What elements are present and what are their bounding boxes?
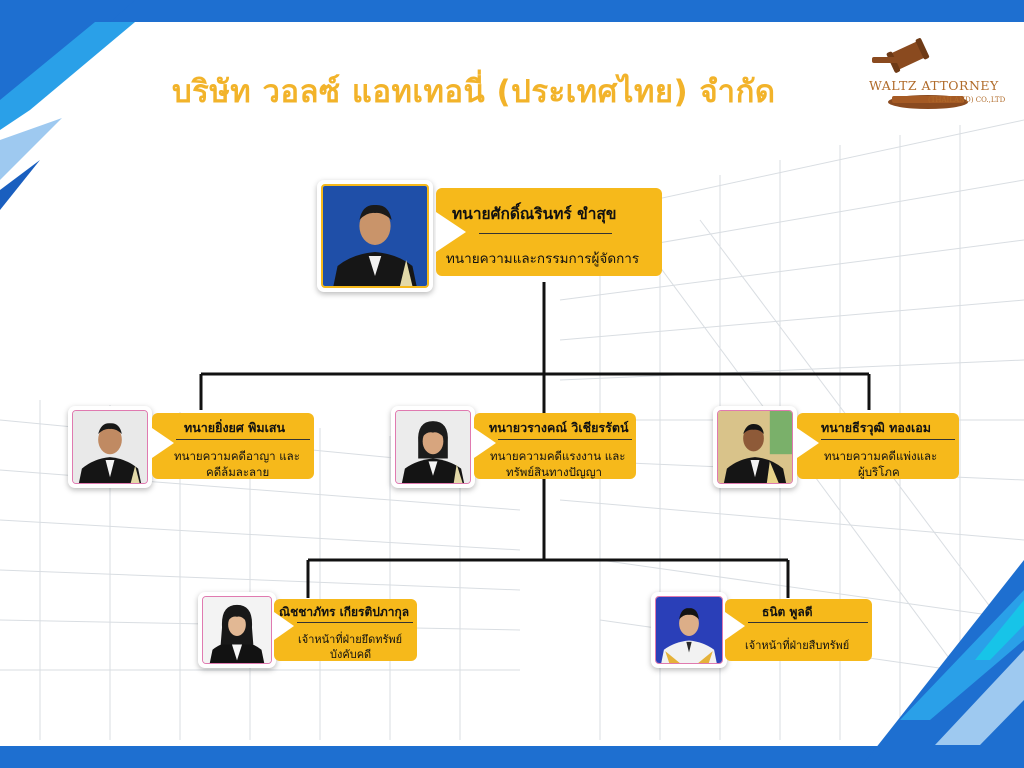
lawyer-role: ทนายความคดีแพ่งและ <box>824 449 938 463</box>
avatar-icon <box>396 411 470 483</box>
lawyer-role: ทนายความคดีแรงงาน และ <box>490 449 626 463</box>
lawyer-name: ทนายวรางคณ์ วิเชียรรัตน์ <box>489 420 629 435</box>
lawyer-role-cont: ทรัพย์สินทางปัญญา <box>506 465 602 479</box>
page-title: บริษัท วอลซ์ แอทเทอนี่ (ประเทศไทย) จำกัด <box>172 74 776 110</box>
lawyer-role-cont: คดีล้มละลาย <box>206 465 270 479</box>
staff-panel <box>725 599 872 661</box>
staff-name: ณิชชาภัทร เกียรติปภากุล <box>279 605 410 619</box>
logo-name: WALTZ ATTORNEY <box>869 78 999 93</box>
staff-name: ธนิต พูลดี <box>762 605 813 619</box>
staff-photo <box>198 592 276 668</box>
lawyer-role: ทนายความคดีอาญา และ <box>174 449 300 463</box>
avatar-icon <box>203 597 271 663</box>
director-photo <box>317 180 433 292</box>
lawyer-photo <box>713 406 797 488</box>
avatar-icon <box>718 411 792 483</box>
director-role: ทนายความและกรรมการผู้จัดการ <box>446 251 640 267</box>
staff-panel <box>274 599 417 661</box>
bottom-frame-bar <box>0 746 1024 768</box>
gavel-logo-icon <box>872 38 968 109</box>
lawyer-name: ทนายยิ่งยศ พิมเสน <box>184 420 286 435</box>
staff-photo <box>651 592 727 668</box>
avatar-icon <box>73 411 147 483</box>
logo-subtitle: (THAILAND) CO.,LTD <box>928 96 1006 104</box>
lawyer-panel <box>474 413 636 479</box>
avatar-icon <box>656 597 722 663</box>
director-panel <box>436 188 662 276</box>
avatar-icon <box>323 186 427 286</box>
director-name: ทนายศักดิ์ณรินทร์ ขำสุข <box>452 205 617 223</box>
lawyer-name: ทนายธีรวุฒิ ทองเอม <box>821 420 932 435</box>
lawyer-panel <box>797 413 959 479</box>
lawyer-photo <box>391 406 475 488</box>
staff-role: เจ้าหน้าที่ฝ่ายยึดทรัพย์ <box>298 633 403 646</box>
lawyer-panel <box>152 413 314 479</box>
staff-role-cont: บังคับคดี <box>330 648 372 661</box>
top-frame-bar <box>0 0 1024 22</box>
lawyer-photo <box>68 406 152 488</box>
staff-role: เจ้าหน้าที่ฝ่ายสืบทรัพย์ <box>745 639 850 652</box>
lawyer-role-cont: ผู้บริโภค <box>858 465 900 479</box>
